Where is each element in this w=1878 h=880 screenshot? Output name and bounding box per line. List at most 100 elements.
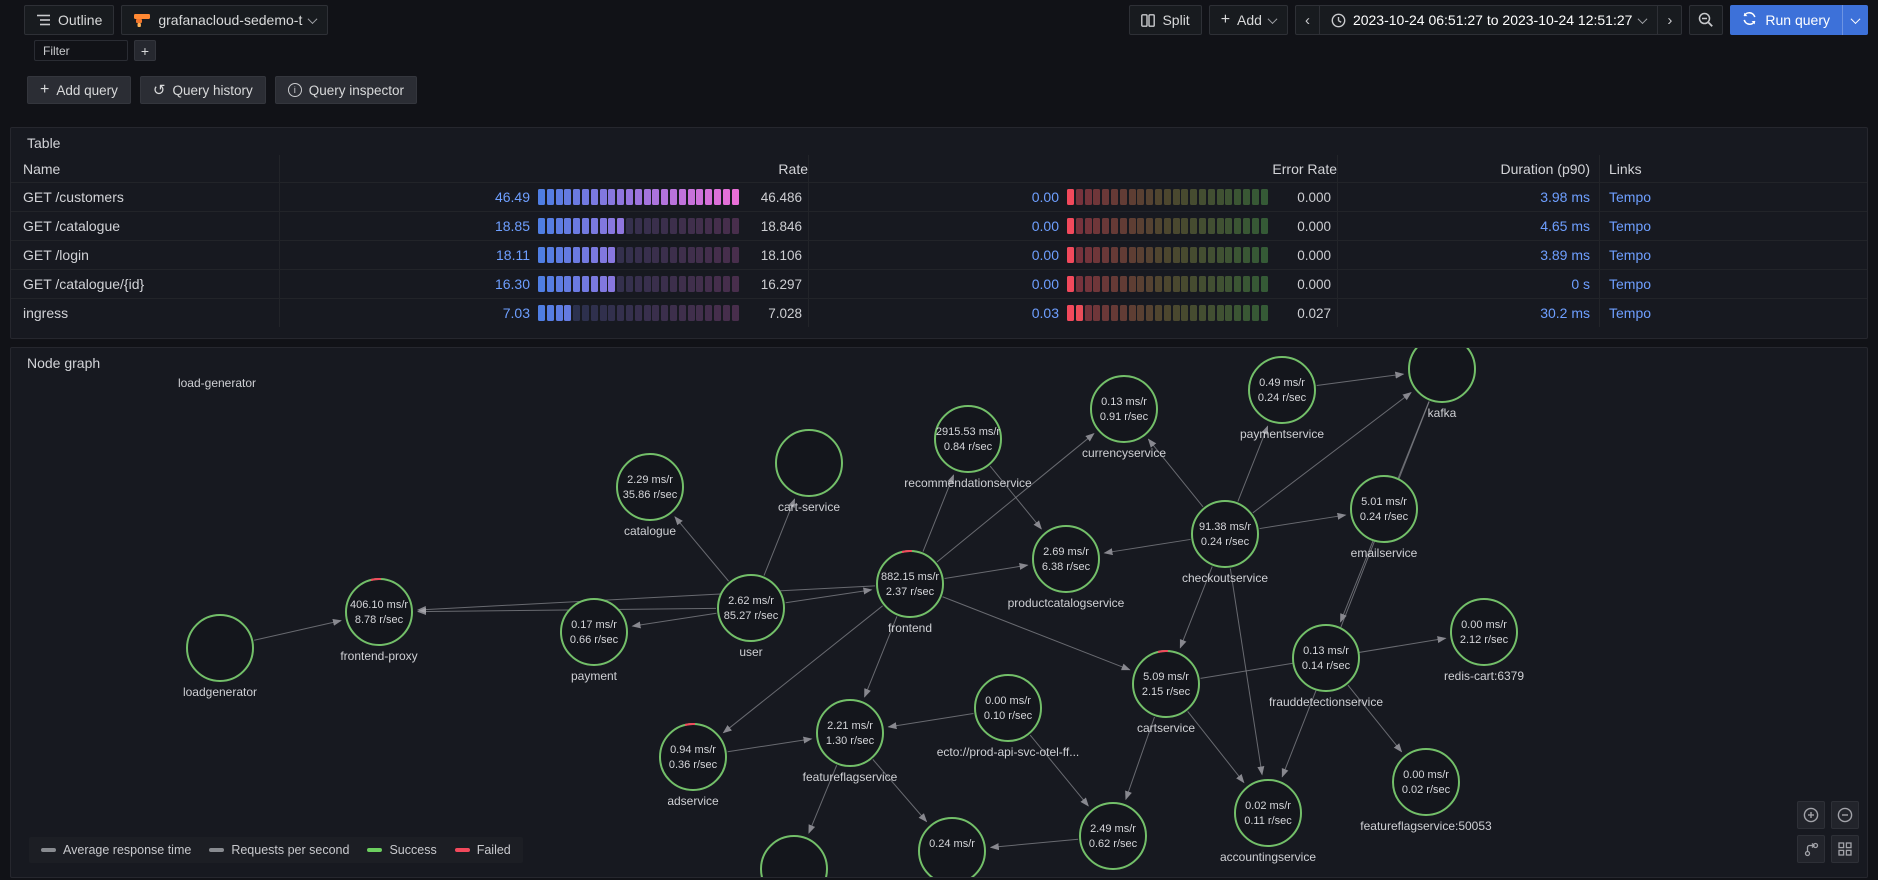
zoom-in-icon — [1803, 807, 1819, 823]
time-range-group: ‹ 2023-10-24 06:51:27 to 2023-10-24 12:5… — [1294, 5, 1683, 35]
add-query-button[interactable]: + Add query — [27, 76, 131, 104]
time-range-picker[interactable]: 2023-10-24 06:51:27 to 2023-10-24 12:51:… — [1319, 5, 1659, 35]
time-shift-forward-button[interactable]: › — [1658, 5, 1683, 35]
run-query-caret[interactable] — [1842, 5, 1868, 35]
add-filter-button[interactable]: + — [134, 40, 156, 61]
duration-link[interactable]: 4.65 ms — [1338, 212, 1600, 240]
rate-link[interactable]: 46.49 — [494, 189, 530, 205]
time-shift-back-button[interactable]: ‹ — [1294, 5, 1320, 35]
query-inspector-button[interactable]: i Query inspector — [274, 76, 418, 104]
error-rate-value: 0.000 — [1297, 276, 1331, 292]
duration-link[interactable]: 3.89 ms — [1338, 241, 1600, 269]
node-stat-ms: 406.10 ms/r — [350, 599, 408, 611]
legend-swatch — [41, 848, 56, 852]
node-label: cartservice — [1137, 721, 1195, 735]
layout-icon — [1804, 842, 1818, 856]
graph-node-n1[interactable]: 2.49 ms/r0.62 r/sec — [1079, 802, 1147, 870]
error-rate-value: 0.000 — [1297, 247, 1331, 263]
column-header-links[interactable]: Links — [1609, 160, 1642, 177]
node-stat-rate: 0.10 r/sec — [984, 710, 1033, 722]
legend-item: Average response time — [41, 843, 191, 857]
zoom-out-button[interactable] — [1831, 801, 1859, 829]
legend-label: Failed — [476, 843, 511, 857]
rate-link[interactable]: 18.85 — [494, 218, 530, 234]
error-rate-value: 0.027 — [1297, 305, 1331, 321]
duration-link[interactable]: 30.2 ms — [1338, 299, 1600, 327]
column-header-error-rate[interactable]: Error Rate — [809, 155, 1338, 182]
graph-node-ecto://prod-api-svc-otel-ff...[interactable]: 0.00 ms/r0.10 r/sececto://prod-api-svc-o… — [937, 674, 1080, 759]
zoom-out-time-button[interactable] — [1689, 5, 1724, 35]
rate-link[interactable]: 7.03 — [502, 305, 530, 321]
node-stat-ms: 5.09 ms/r — [1143, 671, 1189, 683]
failed-arc — [659, 723, 727, 791]
tempo-link[interactable]: Tempo — [1609, 218, 1652, 234]
graph-node-recommendationservice[interactable]: 2915.53 ms/r0.84 r/secrecommendationserv… — [904, 405, 1032, 490]
table-panel: Table Name Rate Error Rate Duration (p90… — [10, 127, 1868, 339]
graph-edge — [254, 618, 342, 641]
error-rate-link[interactable]: 0.00 — [1031, 247, 1059, 263]
graph-node-loadgenerator[interactable]: loadgenerator — [183, 614, 257, 699]
failed-arc — [1132, 650, 1200, 718]
node-stat-ms: 0.00 ms/r — [985, 695, 1031, 707]
tempo-link[interactable]: Tempo — [1609, 276, 1652, 292]
error-rate-link[interactable]: 0.00 — [1031, 218, 1059, 234]
zoom-in-button[interactable] — [1797, 801, 1825, 829]
grid-view-button[interactable] — [1831, 835, 1859, 863]
node-label: redis-cart:6379 — [1444, 669, 1524, 683]
tempo-link[interactable]: Tempo — [1609, 189, 1652, 205]
graph-node-kafka[interactable]: kafka — [1408, 348, 1476, 420]
node-label: accountingservice — [1220, 850, 1316, 864]
graph-node-featureflagservice:50053[interactable]: 0.00 ms/r0.02 r/secfeatureflagservice:50… — [1360, 748, 1492, 833]
tempo-link[interactable]: Tempo — [1609, 305, 1652, 321]
layout-button[interactable] — [1797, 835, 1825, 863]
rate-link[interactable]: 18.11 — [496, 247, 530, 263]
graph-node-cart-service[interactable]: cart-service — [775, 429, 843, 514]
duration-link[interactable]: 0 s — [1338, 270, 1600, 298]
node-stat-rate: 0.24 r/sec — [1258, 392, 1307, 404]
cell-name: GET /customers — [11, 183, 280, 211]
graph-node-n2[interactable]: 0.24 ms/r — [918, 817, 986, 877]
run-query-split-button: Run query — [1730, 5, 1868, 35]
error-rate-link[interactable]: 0.00 — [1031, 276, 1059, 292]
rate-link[interactable]: 16.30 — [494, 276, 530, 292]
column-header-rate[interactable]: Rate — [280, 155, 809, 182]
add-button[interactable]: + Add — [1208, 5, 1288, 35]
error-rate-link[interactable]: 0.00 — [1031, 189, 1059, 205]
legend-swatch — [209, 848, 225, 852]
outline-icon — [36, 13, 51, 27]
split-button[interactable]: Split — [1129, 5, 1202, 35]
query-history-button[interactable]: ↺ Query history — [139, 76, 266, 104]
graph-edge — [1237, 425, 1269, 502]
duration-link[interactable]: 3.98 ms — [1338, 183, 1600, 211]
error-rate-link[interactable]: 0.03 — [1031, 305, 1059, 321]
graph-edge — [1147, 438, 1204, 508]
filter-field[interactable]: Filter — [34, 40, 128, 61]
filter-label: Filter — [43, 43, 70, 58]
run-query-button[interactable]: Run query — [1730, 5, 1842, 35]
tempo-link[interactable]: Tempo — [1609, 247, 1652, 263]
column-header-duration[interactable]: Duration (p90) — [1338, 155, 1600, 182]
floating-node-label: load-generator — [178, 376, 256, 390]
datasource-picker[interactable]: grafanacloud-sedemo-t — [121, 5, 329, 35]
graph-edge — [1259, 512, 1347, 530]
column-header-name[interactable]: Name — [11, 155, 280, 182]
outline-button[interactable]: Outline — [24, 5, 115, 35]
graph-node-n3[interactable] — [760, 835, 828, 877]
